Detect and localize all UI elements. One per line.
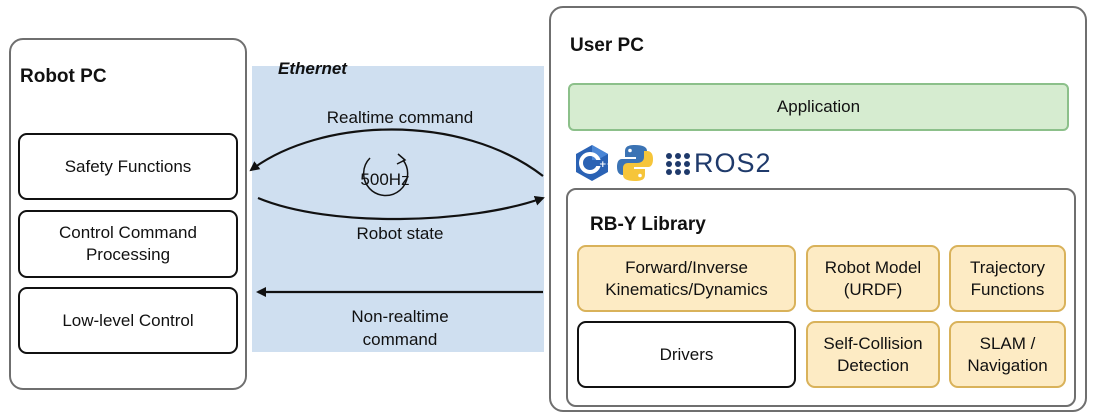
- drivers-module: Drivers: [577, 321, 796, 388]
- svg-text:++: ++: [599, 160, 610, 170]
- ethernet-label: Ethernet: [278, 59, 347, 78]
- application-box: Application: [568, 83, 1069, 131]
- trajectory-functions-module: Trajectory Functions: [949, 245, 1066, 312]
- realtime-command-label: Realtime command: [326, 108, 474, 127]
- kinematics-dynamics-module: Forward/Inverse Kinematics/Dynamics: [577, 245, 796, 312]
- self-collision-detection-module: Self-Collision Detection: [806, 321, 940, 388]
- control-command-processing-box: Control Command Processing: [18, 210, 238, 278]
- robot-pc-title: Robot PC: [20, 66, 107, 87]
- ros2-label: ROS2: [694, 148, 772, 178]
- low-level-control-box: Low-level Control: [18, 287, 238, 354]
- robot-model-module: Robot Model (URDF): [806, 245, 940, 312]
- rby-library-title: RB-Y Library: [590, 214, 706, 235]
- realtime-command-arrow: [249, 128, 544, 177]
- cpp-logo-icon: ++: [574, 144, 610, 182]
- user-pc-title: User PC: [570, 35, 644, 56]
- ethernet-zone: [252, 66, 544, 352]
- frequency-label: 500Hz: [360, 170, 410, 189]
- python-logo-icon: [616, 143, 654, 183]
- cycle-icon: [362, 157, 409, 197]
- slam-navigation-module: SLAM / Navigation: [949, 321, 1066, 388]
- robot-state-arrow: [257, 195, 545, 221]
- safety-functions-box: Safety Functions: [18, 133, 238, 200]
- ros2-logo-icon: [664, 148, 692, 178]
- nonrealtime-command-label: Non-realtime command: [351, 307, 449, 349]
- robot-state-label: Robot state: [356, 224, 444, 243]
